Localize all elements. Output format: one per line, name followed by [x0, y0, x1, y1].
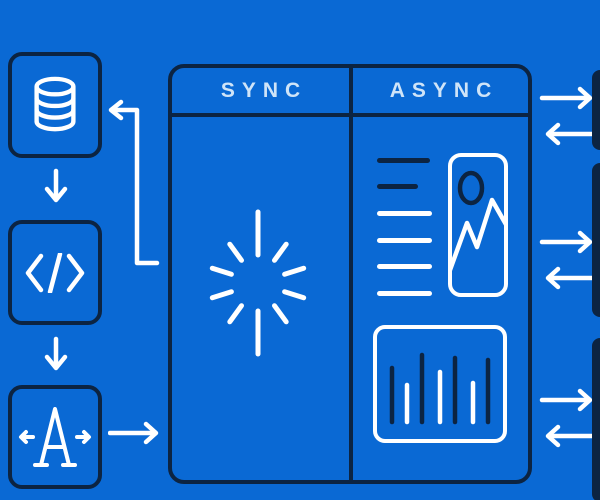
spinner-spoke [272, 303, 289, 325]
spinner-spoke [227, 241, 244, 263]
edge-box [592, 70, 600, 150]
spinner-icon [209, 209, 307, 357]
typography-node [8, 385, 102, 489]
spinner-spoke [227, 303, 244, 325]
article-line [377, 211, 432, 216]
article-image-card [448, 153, 508, 297]
spinner-spoke [272, 241, 289, 263]
bar-chart-icon [389, 352, 491, 425]
article-line [377, 158, 430, 163]
database-icon [34, 76, 76, 132]
edge-box [592, 163, 600, 317]
article-line [377, 264, 432, 269]
sync-label: SYNC [220, 78, 308, 102]
spinner-spoke [209, 289, 234, 301]
sync-async-panel: SYNC ASYNC [168, 64, 532, 484]
async-header-cell: ASYNC [353, 68, 528, 113]
swap-arrows-icon [539, 388, 599, 448]
swap-arrows-icon [539, 230, 599, 290]
article-text-lines [377, 158, 433, 298]
typography-icon [19, 407, 91, 467]
article-line [377, 238, 432, 243]
code-icon [25, 252, 85, 293]
spinner-spoke [282, 265, 307, 277]
async-label: ASYNC [389, 78, 499, 102]
right-arrow-icon [108, 421, 159, 445]
spinner-spoke [282, 289, 307, 301]
sync-header-cell: SYNC [172, 68, 349, 113]
bar-chart-card [373, 325, 507, 443]
swap-arrows-icon [539, 86, 599, 146]
column-divider [349, 68, 353, 480]
edge-box [592, 338, 600, 500]
code-node [8, 220, 102, 325]
article-line [377, 184, 418, 189]
database-node [8, 52, 102, 158]
article-line [377, 291, 432, 296]
down-arrow-icon [44, 168, 68, 203]
spinner-spoke [209, 265, 234, 277]
elbow-arrow-icon [108, 99, 160, 266]
image-placeholder-icon [452, 170, 504, 272]
down-arrow-icon [44, 336, 68, 371]
